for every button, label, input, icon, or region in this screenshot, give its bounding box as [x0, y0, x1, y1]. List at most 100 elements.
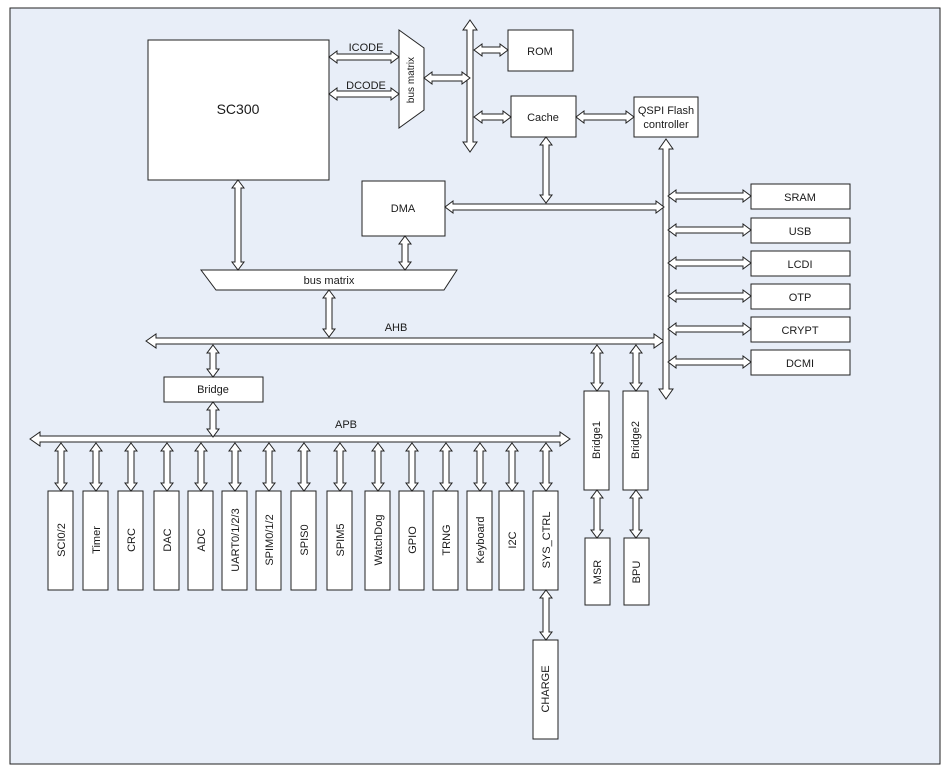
apb-peripheral-label: SPIM5	[335, 523, 347, 556]
ahb-peripheral-otp: OTP	[750, 283, 851, 310]
apb-peripheral-label: TRNG	[441, 524, 453, 555]
apb-peripheral-adc: ADC	[187, 490, 214, 591]
cache-link-arrow	[473, 110, 512, 124]
bridge-block: Bridge	[163, 376, 264, 403]
bus-matrix-top-label: bus matrix	[406, 57, 417, 103]
apb-peripheral-label: SYS_CTRL	[541, 512, 553, 569]
ahb-peripheral-dcmi: DCMI	[750, 349, 851, 376]
bridge1-msr-arrow	[590, 489, 604, 539]
bpu-block: BPU	[623, 537, 650, 606]
sc300-label: SC300	[217, 101, 260, 117]
apb-peripheral-timer: Timer	[82, 490, 109, 591]
apb-peripheral-spim5: SPIM5	[326, 490, 353, 591]
ahb-peripheral-link-arrow	[667, 256, 752, 270]
apb-peripheral-label: Timer	[91, 526, 103, 554]
apb-peripheral-link-arrow	[439, 442, 453, 492]
bus-matrix-top: bus matrix	[398, 29, 425, 129]
apb-peripheral-link-arrow	[228, 442, 242, 492]
apb-peripheral-link-arrow	[473, 442, 487, 492]
apb-peripheral-label: DAC	[162, 528, 174, 551]
apb-peripheral-keyboard: Keyboard	[466, 490, 493, 591]
rom-link-arrow	[473, 43, 509, 57]
dma-label: DMA	[391, 203, 416, 215]
qspi-bus-arrow	[658, 138, 674, 400]
cache-qspi-arrow	[575, 110, 635, 124]
bridge2-bpu-arrow	[629, 489, 643, 539]
apb-peripheral-link-arrow	[333, 442, 347, 492]
bridge-label: Bridge	[197, 384, 229, 396]
apb-peripheral-gpio: GPIO	[398, 490, 425, 591]
charge-block: CHARGE	[532, 639, 559, 740]
apb-peripheral-label: ADC	[196, 528, 208, 551]
cache-label: Cache	[527, 112, 559, 124]
apb-peripheral-label: CRC	[126, 528, 138, 552]
ahb-bridge1-arrow	[590, 344, 604, 392]
apb-peripheral-link-arrow	[160, 442, 174, 492]
apb-peripheral-link-arrow	[297, 442, 311, 492]
apb-peripheral-label: UART0/1/2/3	[230, 508, 242, 571]
ahb-peripheral-label: USB	[789, 226, 812, 238]
ahb-bridge2-arrow	[629, 344, 643, 392]
bridge2-label: Bridge2	[630, 421, 642, 459]
apb-peripheral-label: Keyboard	[475, 516, 487, 563]
ahb-peripheral-link-arrow	[667, 189, 752, 203]
msr-block: MSR	[584, 537, 611, 606]
apb-peripheral-link-arrow	[505, 442, 519, 492]
ahb-peripheral-link-arrow	[667, 355, 752, 369]
connection-arrows	[29, 19, 752, 641]
apb-peripheral-label: SPIS0	[299, 524, 311, 555]
ahb-label: AHB	[385, 322, 408, 334]
dma-bus-matrix-arrow	[398, 235, 412, 271]
ahb-peripheral-group: SRAM USB LCDI OTP CRYPT DCMI	[750, 183, 851, 376]
apb-peripheral-spis0: SPIS0	[290, 490, 317, 591]
top-bus-arrow	[462, 19, 478, 153]
apb-peripheral-label: SPIM0/1/2	[264, 514, 276, 565]
bridge1-block: Bridge1	[583, 390, 610, 491]
apb-peripheral-sci0-2: SCI0/2	[47, 490, 74, 591]
bpu-label: BPU	[631, 561, 643, 584]
ahb-peripheral-label: SRAM	[784, 192, 816, 204]
bus-matrix-top-link-arrow	[423, 71, 471, 85]
ahb-peripheral-label: LCDI	[787, 259, 812, 271]
apb-peripheral-uart0-1-2-3: UART0/1/2/3	[221, 490, 248, 591]
bus-matrix-main: bus matrix	[200, 269, 458, 291]
dcode-label: DCODE	[346, 80, 386, 92]
qspi-block: QSPI Flash controller	[633, 96, 699, 138]
ahb-peripheral-crypt: CRYPT	[750, 316, 851, 343]
apb-peripheral-label: WatchDog	[373, 515, 385, 566]
rom-block: ROM	[507, 29, 574, 72]
bus-matrix-main-label: bus matrix	[304, 275, 355, 287]
apb-peripheral-link-arrow	[89, 442, 103, 492]
apb-peripheral-link-arrow	[371, 442, 385, 492]
bridge1-label: Bridge1	[591, 421, 603, 459]
msr-label: MSR	[592, 560, 604, 585]
dma-block: DMA	[361, 180, 446, 237]
apb-peripheral-link-arrow	[539, 442, 553, 492]
apb-peripheral-spim0-1-2: SPIM0/1/2	[255, 490, 282, 591]
ahb-peripheral-sram: SRAM	[750, 183, 851, 210]
apb-peripheral-link-arrow	[194, 442, 208, 492]
apb-peripheral-link-arrow	[262, 442, 276, 492]
apb-peripheral-crc: CRC	[117, 490, 144, 591]
ahb-peripheral-link-arrow	[667, 223, 752, 237]
cache-down-arrow	[539, 136, 553, 204]
apb-peripheral-label: I2C	[507, 531, 519, 548]
ahb-peripheral-link-arrow	[667, 289, 752, 303]
bridge2-block: Bridge2	[622, 390, 649, 491]
qspi-label-line1: QSPI Flash	[638, 105, 694, 117]
bridge-apb-arrow	[206, 401, 220, 438]
ahb-peripheral-label: CRYPT	[781, 325, 818, 337]
apb-peripheral-sys-ctrl: SYS_CTRL	[532, 490, 559, 591]
apb-peripheral-watchdog: WatchDog	[364, 490, 391, 591]
apb-peripheral-group: SCI0/2 Timer CRC DAC ADC UART0/1/2/3 SPIM0/1/2…	[47, 490, 559, 591]
apb-peripheral-dac: DAC	[153, 490, 180, 591]
bus-matrix-ahb-arrow	[322, 289, 336, 338]
sysctrl-charge-arrow	[539, 589, 553, 641]
cache-block: Cache	[510, 95, 577, 138]
apb-peripheral-link-arrow	[124, 442, 138, 492]
ahb-bridge-arrow	[206, 344, 220, 378]
dma-qspi-bus-arrow	[444, 200, 665, 214]
rom-label: ROM	[527, 46, 553, 58]
apb-peripheral-link-arrow	[405, 442, 419, 492]
